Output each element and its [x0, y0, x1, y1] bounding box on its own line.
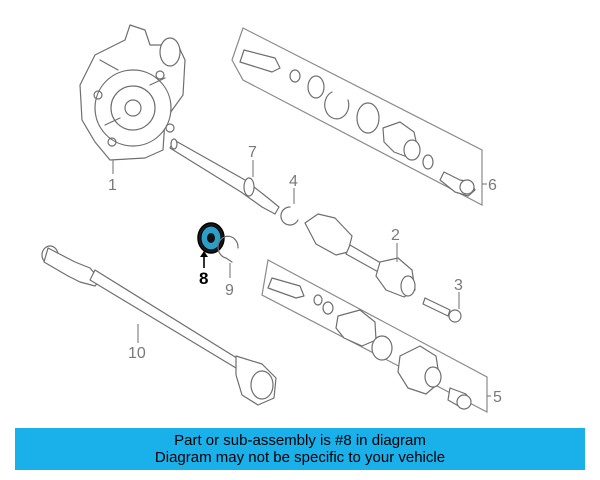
upper-axle-components: [239, 49, 476, 197]
callout-6: 6: [488, 177, 497, 194]
parts-diagram: 1 2 3 4 5 6 7 8 9 10: [41, 24, 502, 413]
seal-snap-ring: [217, 235, 239, 263]
leader-8-arrowhead: [200, 251, 208, 257]
callout-4: 4: [289, 173, 298, 190]
half-shaft-assembly: [304, 213, 416, 298]
drive-shaft: [41, 245, 277, 406]
callout-7: 7: [248, 144, 257, 161]
banner-line-disclaimer: Diagram may not be specific to your vehi…: [154, 449, 446, 466]
callout-10: 10: [128, 345, 146, 362]
callout-5: 5: [493, 389, 502, 406]
callout-1: 1: [108, 177, 117, 194]
axle-seal-highlighted: [197, 222, 225, 254]
axle-bolt: [422, 297, 462, 323]
lower-axle-components: [267, 277, 472, 410]
differential-housing: [79, 24, 186, 161]
intermediate-shaft: [169, 138, 280, 215]
callout-9: 9: [225, 282, 234, 299]
callout-8: 8: [199, 269, 208, 288]
snap-ring: [280, 206, 299, 226]
banner-line-part: Part or sub-assembly is #8 in diagram: [174, 432, 426, 449]
callout-3: 3: [454, 277, 463, 294]
callout-2: 2: [391, 227, 400, 244]
part-info-banner: Part or sub-assembly is #8 in diagram Di…: [15, 428, 585, 470]
